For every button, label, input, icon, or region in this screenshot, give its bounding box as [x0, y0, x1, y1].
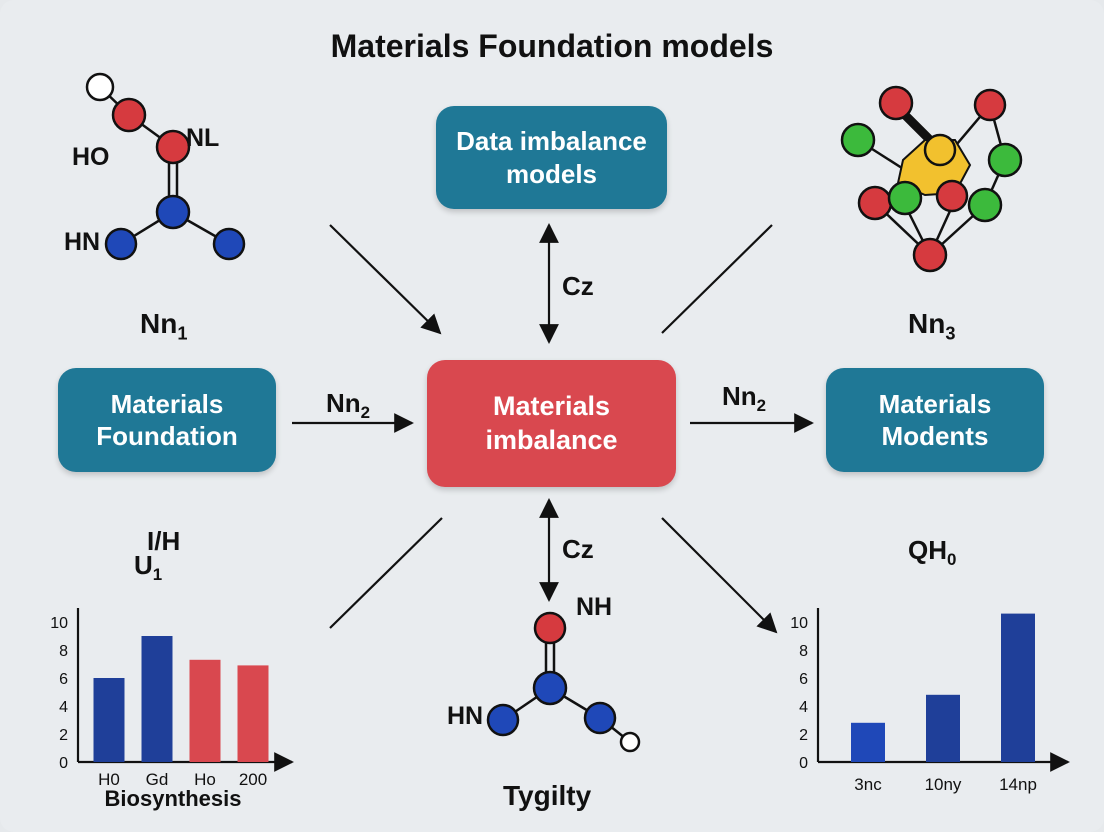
- x-tick-label: 200: [239, 770, 267, 789]
- molecule-label-hn-bottom: HN: [447, 702, 484, 730]
- bar: [237, 665, 269, 762]
- x-tick-label: 14np: [999, 775, 1037, 794]
- line-bottom-left: [329, 517, 443, 629]
- label-u1-sub: 1: [152, 565, 163, 585]
- bar: [93, 678, 125, 762]
- node-data-imbalance-models: Data imbalance models: [436, 106, 667, 209]
- edge-label-bottom: Cz: [562, 534, 594, 564]
- arrow-top-left-to-center: [329, 224, 442, 335]
- y-tick-label: 0: [59, 755, 68, 772]
- label-nn3-text: Nn: [908, 308, 946, 339]
- y-tick-label: 6: [59, 671, 68, 688]
- y-tick-label: 8: [799, 643, 808, 660]
- edge-label-left-sub: 2: [360, 403, 371, 423]
- y-tick-label: 0: [799, 755, 808, 772]
- label-u1-text: U: [134, 550, 153, 580]
- x-axis-label: Biosynthesis: [105, 786, 242, 811]
- y-tick-label: 10: [50, 615, 68, 632]
- molecule-label-hn-top: HN: [64, 228, 101, 256]
- molecule-bottom: [486, 611, 641, 753]
- node-label: Materials imbalance: [485, 390, 618, 455]
- bar: [189, 659, 221, 762]
- y-tick-label: 2: [799, 727, 808, 744]
- label-tygilty: Tygilty: [503, 780, 592, 811]
- y-tick-label: 4: [799, 699, 808, 716]
- x-tick-label: Ho: [194, 770, 216, 789]
- edge-label-right-sub: 2: [756, 396, 767, 416]
- bar: [141, 636, 173, 762]
- molecule-label-nh: NH: [576, 593, 613, 621]
- bar: [851, 722, 885, 762]
- x-tick-label: 3nc: [854, 775, 882, 794]
- node-materials-modents: Materials Modents: [826, 368, 1044, 472]
- line-top-right: [661, 224, 773, 334]
- bar: [1001, 613, 1035, 762]
- y-tick-label: 6: [799, 671, 808, 688]
- node-materials-imbalance: Materials imbalance: [427, 360, 676, 487]
- page-title: Materials Foundation models: [330, 28, 774, 64]
- edge-label-right-text: Nn: [722, 381, 757, 411]
- node-label: Data imbalance models: [456, 126, 647, 189]
- label-nn1: Nn1: [140, 308, 187, 345]
- edge-label-right: Nn2: [722, 381, 766, 416]
- bar: [926, 694, 960, 762]
- x-tick-label: H0: [98, 770, 120, 789]
- node-label: Materials Modents: [878, 388, 992, 452]
- y-tick-label: 10: [790, 615, 808, 632]
- label-nn1-sub: 1: [177, 323, 188, 344]
- label-qh0-sub: 0: [947, 550, 957, 570]
- label-qh0-text: QH: [908, 535, 947, 565]
- molecule-top-left: [85, 72, 246, 261]
- edge-label-left: Nn2: [326, 388, 370, 423]
- label-qh0: QH0: [908, 535, 956, 570]
- y-tick-label: 4: [59, 699, 68, 716]
- x-tick-label: 10ny: [925, 775, 962, 794]
- label-u1: U1: [134, 550, 162, 585]
- label-nn3: Nn3: [908, 308, 955, 345]
- label-nn1-text: Nn: [140, 308, 178, 339]
- node-label: Materials Foundation: [96, 388, 238, 452]
- y-tick-label: 2: [59, 727, 68, 744]
- label-nn3-sub: 3: [945, 323, 956, 344]
- edge-label-left-text: Nn: [326, 388, 361, 418]
- bar-chart-right: 0 2 4 6 8 10 3nc 10ny 14np: [790, 608, 1070, 794]
- y-tick-label: 8: [59, 643, 68, 660]
- label-ih: I/H: [147, 526, 181, 556]
- node-materials-foundation: Materials Foundation: [58, 368, 276, 472]
- edge-label-top: Cz: [562, 271, 594, 301]
- molecule-label-nl: NL: [186, 124, 220, 152]
- x-tick-label: Gd: [146, 770, 169, 789]
- arrow-center-to-bottom-right: [661, 517, 778, 634]
- molecule-top-right: [840, 85, 1023, 273]
- molecule-label-ho: HO: [72, 143, 110, 171]
